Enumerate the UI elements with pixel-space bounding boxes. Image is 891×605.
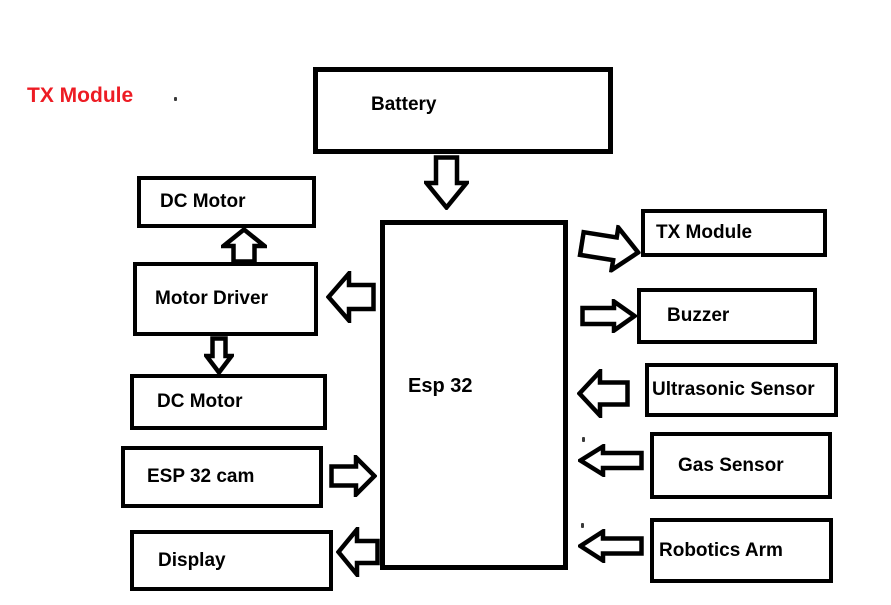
node-esp32-label: Esp 32 <box>408 374 473 397</box>
node-dc-motor-top-label: DC Motor <box>160 191 246 212</box>
node-tx-module-label: TX Module <box>656 222 753 243</box>
arrow-esp32-to-display <box>336 527 380 577</box>
arrow-battery-to-esp32 <box>424 155 469 210</box>
arrow-esp32-to-motor-driver <box>326 271 376 323</box>
arrow-motor-driver-to-dc-motor-bottom <box>204 336 234 375</box>
arrow-gas-sensor-to-esp32 <box>578 444 644 477</box>
arrow-esp32-to-tx-module <box>576 219 645 276</box>
node-buzzer-label: Buzzer <box>667 305 730 326</box>
node-battery: Battery <box>313 67 613 154</box>
node-buzzer: Buzzer <box>637 288 817 344</box>
node-display-label: Display <box>158 549 226 571</box>
node-motor-driver: Motor Driver <box>133 262 318 336</box>
stray-mark <box>581 523 584 528</box>
node-esp32-cam-label: ESP 32 cam <box>147 466 255 487</box>
node-gas-sensor-label: Gas Sensor <box>678 454 784 476</box>
diagram-title: TX Module <box>27 84 134 107</box>
stray-mark <box>174 97 177 101</box>
stray-mark <box>582 437 585 442</box>
node-dc-motor-bottom-label: DC Motor <box>157 391 243 412</box>
node-robotics-arm-label: Robotics Arm <box>659 539 783 561</box>
node-esp32-cam: ESP 32 cam <box>121 446 323 508</box>
node-ultrasonic-sensor-label: Ultrasonic Sensor <box>652 379 815 400</box>
node-esp32: Esp 32 <box>380 220 568 570</box>
arrow-esp32-to-buzzer <box>580 299 637 333</box>
node-motor-driver-label: Motor Driver <box>155 288 268 309</box>
node-robotics-arm: Robotics Arm <box>650 518 833 583</box>
node-tx-module: TX Module <box>641 209 827 257</box>
node-display: Display <box>130 530 333 591</box>
node-battery-label: Battery <box>371 93 437 115</box>
node-ultrasonic-sensor: Ultrasonic Sensor <box>645 363 838 417</box>
arrow-robotics-arm-to-esp32 <box>578 529 644 563</box>
node-gas-sensor: Gas Sensor <box>650 432 832 499</box>
node-dc-motor-bottom: DC Motor <box>130 374 327 430</box>
arrow-esp32-cam-to-esp32 <box>329 455 377 497</box>
node-dc-motor-top: DC Motor <box>137 176 316 228</box>
arrow-ultrasonic-to-esp32 <box>577 369 630 418</box>
arrow-motor-driver-to-dc-motor-top <box>221 227 267 264</box>
